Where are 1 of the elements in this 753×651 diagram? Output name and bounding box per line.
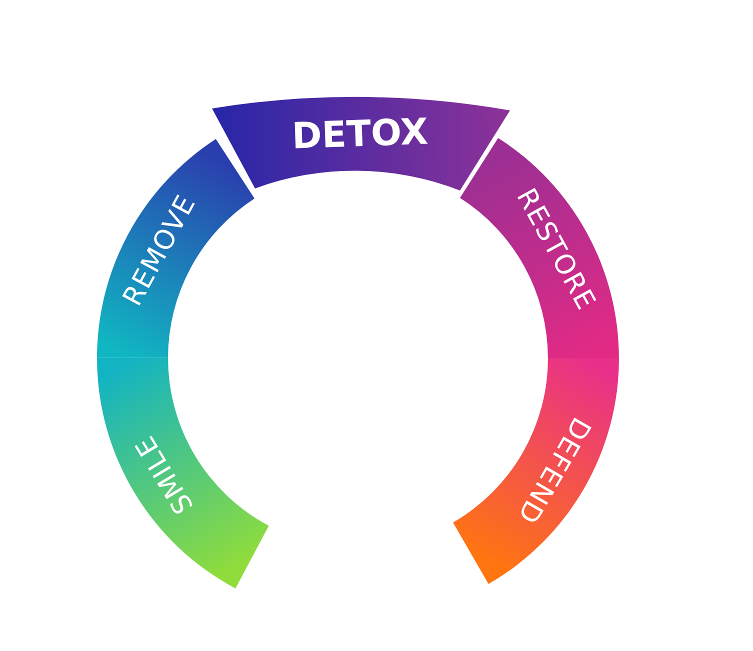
segment-label: DETOX [291, 114, 429, 156]
